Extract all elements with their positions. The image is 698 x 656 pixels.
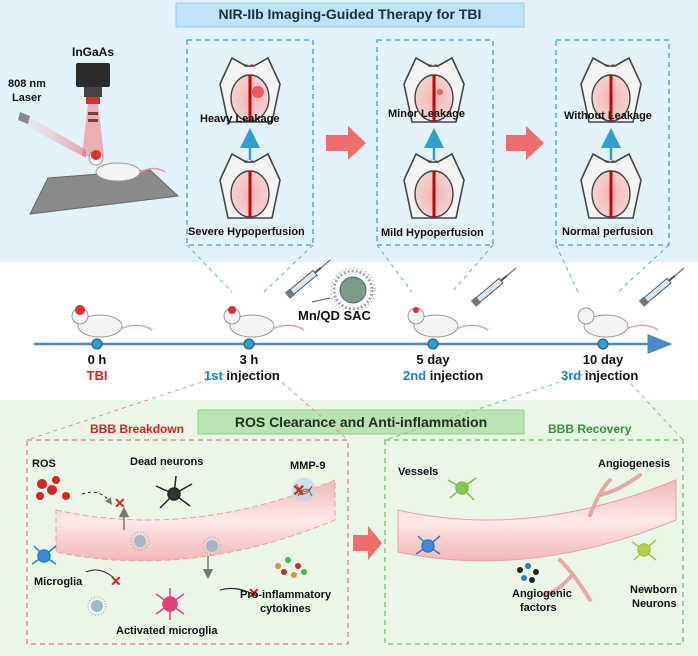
timeline-time-3h: 3 h <box>239 352 259 367</box>
mouse-3h <box>223 306 305 338</box>
svg-text:× ×: × × <box>605 63 615 70</box>
dead-neurons-label: Dead neurons <box>130 456 204 468</box>
vessel-nanoparticle-1 <box>130 531 150 551</box>
microglia-block-x: ✕ <box>110 573 122 589</box>
timeline-dot-5day <box>427 338 439 350</box>
skull-severe-hypoperfusion: × × <box>219 152 281 219</box>
timeline-dot-3h <box>243 338 255 350</box>
stage3-box <box>555 39 670 246</box>
newborn-neurons-line2: Neurons <box>632 598 677 610</box>
dead-neuron-icon <box>155 475 193 509</box>
ros-molecules <box>36 476 70 500</box>
svg-text:× ×: × × <box>428 63 438 70</box>
microglia-label: Microglia <box>34 576 83 588</box>
angiogenic-factors-line1: Angiogenic <box>512 588 572 600</box>
angiogenesis-branches <box>543 473 642 602</box>
laser-source <box>18 112 86 158</box>
stage1-top-caption: Heavy Leakage <box>200 113 280 125</box>
timeline-event-rest-5day: injection <box>426 368 484 383</box>
camera-label: InGaAs <box>72 45 115 59</box>
laser-label-line2: Laser <box>12 92 42 104</box>
timeline-event-rest-3h: injection <box>222 368 280 383</box>
ros-label: ROS <box>32 458 56 470</box>
red-arrow-stage2-to-3 <box>506 126 544 160</box>
cytokines-label-line1: Pro-inflammatory <box>240 589 332 601</box>
mmp9-icon: ✕ <box>292 478 316 502</box>
stage2-bottom-caption: Mild Hypoperfusion <box>381 227 484 239</box>
syringe-3 <box>638 267 685 307</box>
vessels-label: Vessels <box>398 466 439 478</box>
syringe-1 <box>284 259 331 299</box>
svg-text:× ×: × × <box>428 159 438 166</box>
cytokine-dots <box>275 557 307 578</box>
top-panel-title: NIR-IIb Imaging-Guided Therapy for TBI <box>218 6 482 22</box>
activated-microglia-icon <box>155 588 185 620</box>
microglia-icon <box>31 545 57 565</box>
top-title-box <box>175 2 525 28</box>
stage2-top-caption: Minor Leakage <box>388 108 466 120</box>
angiogenesis-label: Angiogenesis <box>598 458 671 470</box>
microglia-right-icon <box>415 535 441 555</box>
svg-text:× ×: × × <box>244 159 254 166</box>
cytokine-block-x: ✕ <box>248 585 260 601</box>
vessel-right <box>397 479 677 562</box>
free-nanoparticle <box>87 596 107 616</box>
timeline-time-5day: 5 day <box>416 352 450 367</box>
timeline-event-rest-10day: injection <box>581 368 639 383</box>
skull-normal-perfusion: × × <box>580 152 642 219</box>
mouse-10day <box>577 307 659 338</box>
bbb-breakdown-title: BBB Breakdown <box>90 422 185 436</box>
svg-text:× ×: × × <box>605 159 615 166</box>
timeline-event-5day: 2nd injection <box>403 368 483 383</box>
cytokines-label-line2: cytokines <box>260 603 311 615</box>
skull-heavy-leakage: × × <box>219 56 281 123</box>
timeline-time-0h: 0 h <box>87 352 107 367</box>
stage2-box <box>376 39 494 246</box>
svg-text:✕: ✕ <box>292 483 305 500</box>
svg-text:× ×: × × <box>244 63 254 70</box>
stage3-bottom-caption: Normal perfusion <box>562 226 654 238</box>
timeline-event-3h: 1st injection <box>204 368 280 383</box>
timeline-ordinal-5day: 2nd <box>403 368 427 383</box>
vessel-neuron-icon <box>447 477 477 501</box>
skull-mild-hypoperfusion: × × <box>403 152 465 219</box>
ingaas-camera <box>76 63 110 156</box>
mmp9-label: MMP-9 <box>290 460 326 472</box>
laser-label-line1: 808 nm <box>8 78 46 90</box>
bbb-recovery-box <box>384 439 684 645</box>
nanoparticle-icon <box>330 267 376 313</box>
skull-without-leakage: × × <box>580 56 642 123</box>
vessel-left <box>55 479 336 562</box>
newborn-neuron-icon <box>631 539 657 561</box>
vessel-nanoparticle-2 <box>202 536 222 556</box>
timeline-time-10day: 10 day <box>582 352 624 367</box>
stage1-bottom-caption: Severe Hypoperfusion <box>188 226 305 238</box>
stage3-top-caption: Without Leakage <box>564 110 652 122</box>
timeline-ordinal-10day: 3rd <box>561 368 582 383</box>
agent-label: Mn/QD SAC <box>298 308 371 323</box>
timeline-dot-0h <box>91 338 103 350</box>
red-arrow-bottom <box>353 526 382 560</box>
red-arrow-stage1-to-2 <box>326 126 366 160</box>
stage1-box <box>186 39 314 246</box>
newborn-neurons-line1: Newborn <box>630 584 678 596</box>
bbb-recovery-title: BBB Recovery <box>548 422 632 436</box>
skull-minor-leakage: × × <box>403 56 465 123</box>
timeline-dot-10day <box>597 338 609 350</box>
angiogenic-factors-line2: factors <box>520 602 557 614</box>
activated-microglia-label: Activated microglia <box>116 625 218 637</box>
ros-block-x: ✕ <box>114 495 126 511</box>
mouse-5day <box>407 307 489 338</box>
angiogenic-factor-dots <box>517 563 539 583</box>
timeline-event-0h: TBI <box>86 368 108 383</box>
timeline-event-10day: 3rd injection <box>561 368 638 383</box>
mouse-0h <box>71 305 153 338</box>
timeline-ordinal-3h: 1st <box>204 368 223 383</box>
bottom-panel-title: ROS Clearance and Anti-inflammation <box>234 414 488 430</box>
syringe-2 <box>470 267 517 307</box>
mouse-on-stage <box>88 150 166 182</box>
bbb-breakdown-box <box>26 439 349 645</box>
bottom-title-box <box>197 409 525 435</box>
